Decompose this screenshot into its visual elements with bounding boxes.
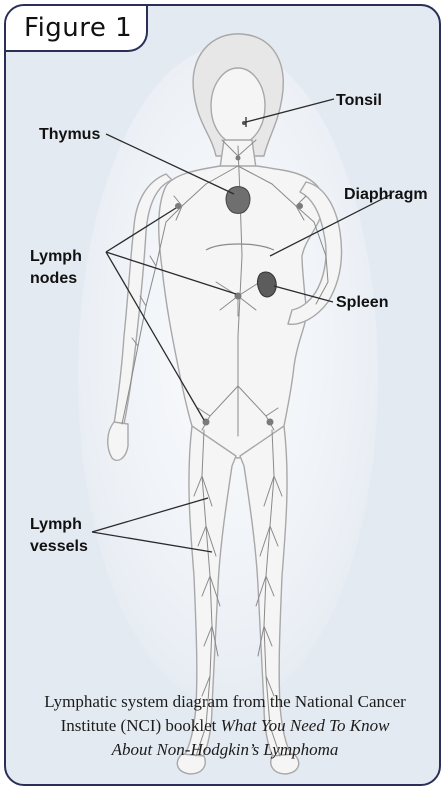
caption-line3-italic: About Non-Hodgkin’s Lymphoma	[112, 740, 339, 759]
caption-line1: Lymphatic system diagram from the Nation…	[16, 690, 434, 714]
spleen-organ	[257, 272, 276, 297]
hand-left	[108, 422, 128, 460]
node-axilla-right	[297, 203, 303, 209]
figure-tab: Figure 1	[6, 6, 148, 52]
label-diaphragm: Diaphragm	[344, 184, 428, 206]
caption-line2-italic: What You Need To Know	[221, 716, 390, 735]
label-tonsil: Tonsil	[336, 90, 382, 112]
face	[211, 68, 265, 144]
label-lymph-nodes-line2: nodes	[30, 268, 82, 290]
node-groin-right	[267, 419, 274, 426]
label-lymph-nodes: Lymph nodes	[30, 246, 82, 290]
caption-line2: Institute (NCI) booklet What You Need To…	[16, 714, 434, 738]
label-thymus: Thymus	[39, 124, 100, 146]
label-lymph-vessels-line1: Lymph	[30, 514, 88, 536]
caption-line3: About Non-Hodgkin’s Lymphoma	[16, 738, 434, 762]
label-lymph-vessels: Lymph vessels	[30, 514, 88, 558]
figure-caption: Lymphatic system diagram from the Nation…	[16, 690, 434, 762]
node-neck	[236, 156, 241, 161]
caption-line2-plain: Institute (NCI) booklet	[61, 716, 221, 735]
thymus-organ	[226, 187, 250, 214]
label-spleen: Spleen	[336, 292, 388, 314]
label-lymph-nodes-line1: Lymph	[30, 246, 82, 268]
label-lymph-vessels-line2: vessels	[30, 536, 88, 558]
figure-title: Figure 1	[24, 13, 132, 43]
figure-panel: Figure 1 Tonsil Thymus Diaphragm Lymph n…	[4, 4, 441, 786]
body-illustration	[6, 6, 441, 786]
